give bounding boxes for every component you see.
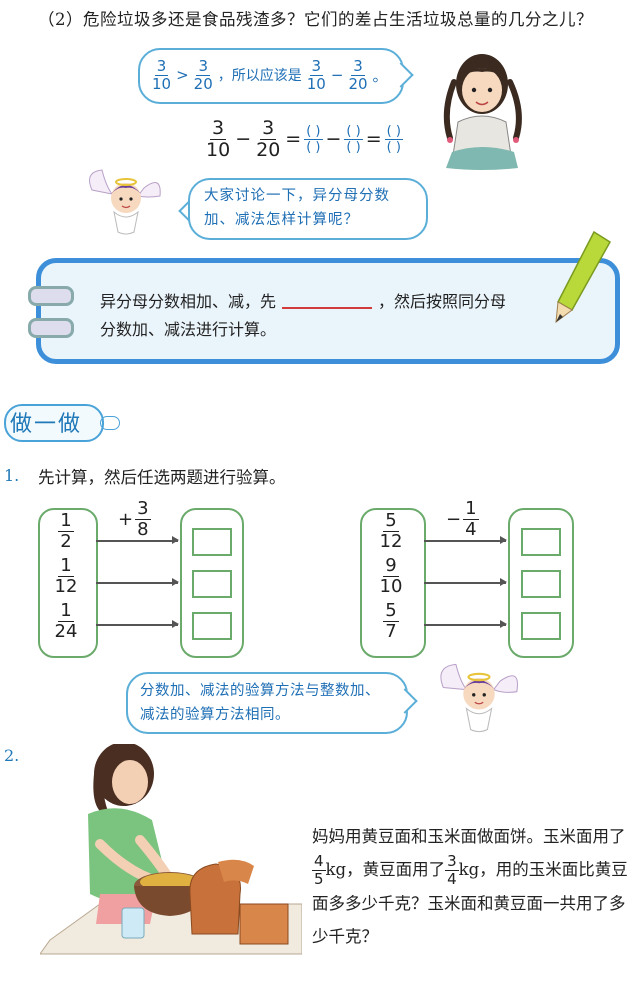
- ring-icon: [28, 318, 74, 338]
- cloud-icon: [100, 416, 120, 430]
- mother-cooking-illustration: [40, 744, 302, 955]
- girl-illustration: [443, 54, 522, 170]
- speech-bubble-compare: [138, 48, 404, 104]
- answer-box[interactable]: [192, 570, 232, 598]
- discuss-text: 大家讨论一下，异分母分数加、减法怎样计算呢？: [204, 188, 390, 228]
- tip-text: 分数加、减法的验算方法与整数加、减法的验算方法相同。: [140, 683, 380, 723]
- pencil-icon: [555, 230, 612, 324]
- operand-column: [360, 508, 426, 658]
- answer-box[interactable]: [521, 570, 561, 598]
- answer-box[interactable]: [521, 612, 561, 640]
- section-title: 做一做: [10, 412, 83, 437]
- rule-text: 异分母分数相加、减，先，然后按照同分母 分数加、减法进行计算。: [100, 292, 507, 339]
- arrow: [424, 537, 507, 543]
- question-2: （2）危险垃圾多还是食品残渣多？它们的差占生活垃圾总量的几分之儿？: [38, 10, 593, 29]
- blank-fraction[interactable]: ( )( ): [384, 123, 403, 155]
- q1-number: 1.: [4, 466, 20, 485]
- angel-illustration: [440, 663, 518, 733]
- arrow: [424, 579, 507, 585]
- q1-text: 先计算，然后任选两题进行验算。: [38, 468, 286, 487]
- arrow: [96, 579, 179, 585]
- q2-number: 2.: [4, 746, 20, 765]
- arrow: [96, 537, 179, 543]
- section-title-badge: [4, 404, 104, 442]
- answer-box[interactable]: [192, 528, 232, 556]
- answer-box[interactable]: [192, 612, 232, 640]
- blank-fraction[interactable]: ( )( ): [304, 123, 323, 155]
- speech-bubble-tip: [126, 672, 408, 734]
- speech-bubble-discuss: [188, 178, 428, 240]
- ring-icon: [28, 286, 74, 306]
- blank-fraction[interactable]: ( )( ): [344, 123, 363, 155]
- answer-box[interactable]: [521, 528, 561, 556]
- fill-blank-line[interactable]: [282, 307, 373, 309]
- arrow: [424, 621, 507, 627]
- rule-box: [36, 258, 620, 364]
- arrow: [96, 621, 179, 627]
- angel-illustration: [89, 169, 161, 235]
